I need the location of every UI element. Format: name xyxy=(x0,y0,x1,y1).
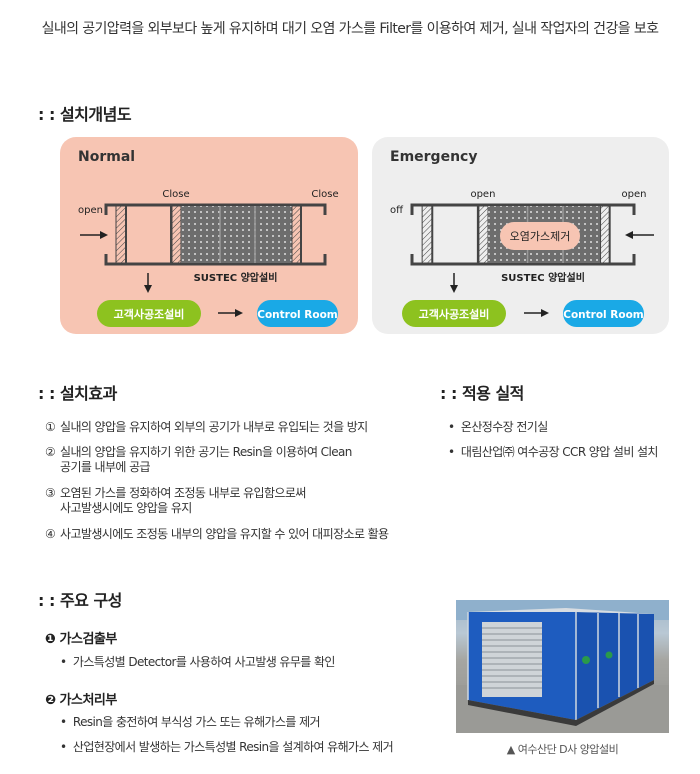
filter-hatched xyxy=(171,205,182,264)
effect-text: 실내의 양압을 유지하여 외부의 공기가 내부로 유입되는 것을 방지 xyxy=(60,420,368,434)
component-group-title: ❷ 가스처리부 xyxy=(45,693,117,708)
diagram-title: Normal xyxy=(78,149,135,165)
component-text: 산업현장에서 발생하는 가스특성별 Resin을 설계하여 유해가스 제거 xyxy=(72,740,394,754)
record-item: • 온산정수장 전기실 xyxy=(448,420,548,434)
pre-filter xyxy=(115,205,127,264)
filter-hatched xyxy=(291,205,302,264)
damper-label-left: off xyxy=(390,205,404,216)
arrow-head-icon xyxy=(235,309,243,317)
damper-label-right: open xyxy=(622,189,647,200)
control-room-label: Control Room xyxy=(563,309,644,321)
damper-label-mid: open xyxy=(470,189,495,200)
photo-caption: ▲ 여수산단 D사 양압설비 xyxy=(506,743,619,756)
unit-label: SUSTEC 양압설비 xyxy=(194,271,278,284)
component-item: • 산업현장에서 발생하는 가스특성별 Resin을 설계하여 유해가스 제거 xyxy=(60,740,394,754)
effect-text: 사고발생시에도 조정동 내부의 양압을 유지할 수 있어 대피장소로 활용 xyxy=(60,527,389,541)
effect-item: ④ 사고발생시에도 조정동 내부의 양압을 유지할 수 있어 대피장소로 활용 xyxy=(45,527,425,542)
filter-hatched xyxy=(478,205,489,264)
hvac-pill xyxy=(402,300,506,327)
control-room-pill xyxy=(257,300,338,327)
hvac-label: 고객사공조설비 xyxy=(114,307,185,321)
arrow-head-icon xyxy=(541,309,549,317)
damper-label-left: open xyxy=(78,205,103,216)
record-text: 대림산업㈜ 여수공장 CCR 양압 설비 설치 xyxy=(460,445,659,459)
effect-item: ① 실내의 양압을 유지하여 외부의 공기가 내부로 유입되는 것을 방지 xyxy=(45,420,425,435)
component-item: • 가스특성별 Detector를 사용하여 사고발생 유무를 확인 xyxy=(60,655,336,669)
resin-filter xyxy=(181,206,292,263)
effect-text: 오염된 가스를 정화하여 조정동 내부로 유입함으로써 xyxy=(60,486,306,500)
record-text: 온산정수장 전기실 xyxy=(460,420,548,434)
effect-num: ② xyxy=(45,445,56,459)
unit-frame xyxy=(104,203,327,266)
filter-hatched xyxy=(600,205,611,264)
effect-num: ④ xyxy=(45,527,56,541)
diagram-title: Emergency xyxy=(390,149,477,165)
equipment-photo xyxy=(456,600,669,733)
record-item: • 대림산업㈜ 여수공장 CCR 양압 설비 설치 xyxy=(448,445,659,459)
unit-label: SUSTEC 양압설비 xyxy=(501,271,585,284)
arrow-head-icon xyxy=(625,231,633,239)
gas-removal-label: 오염가스제거 xyxy=(510,230,571,243)
records-title: : : 적용 실적 xyxy=(440,384,524,403)
concept-title: : : 설치개념도 xyxy=(38,105,132,124)
damper-label-right: Close xyxy=(311,189,338,200)
hvac-label: 고객사공조설비 xyxy=(419,307,490,321)
effect-num: ③ xyxy=(45,486,56,500)
pre-filter xyxy=(421,205,433,264)
intro-text: 실내의 공기압력을 외부보다 높게 유지하며 대기 오염 가스를 Filter를… xyxy=(41,21,659,37)
component-group-title: ❶ 가스검출부 xyxy=(45,632,117,647)
effect-text: 공기를 내부에 공급 xyxy=(60,460,151,474)
gas-removal-pill xyxy=(500,222,580,250)
equipment-photo-image xyxy=(456,600,669,733)
unit-frame xyxy=(410,203,636,266)
component-text: Resin을 충전하여 부식성 가스 또는 유해가스를 제거 xyxy=(72,715,321,729)
arrow-head-icon xyxy=(144,285,152,293)
control-room-label: Control Room xyxy=(257,309,338,321)
component-item: • Resin을 충전하여 부식성 가스 또는 유해가스를 제거 xyxy=(60,715,321,729)
effect-num: ① xyxy=(45,420,56,434)
effects-title: : : 설치효과 xyxy=(38,384,117,403)
arrow-head-icon xyxy=(450,285,458,293)
effect-text: 사고발생시에도 양압을 유지 xyxy=(60,501,192,515)
components-title: : : 주요 구성 xyxy=(38,591,122,610)
effects-list: ① 실내의 양압을 유지하여 외부의 공기가 내부로 유입되는 것을 방지 ② 실내… xyxy=(45,420,425,542)
hvac-pill xyxy=(97,300,201,327)
component-text: 가스특성별 Detector를 사용하여 사고발생 유무를 확인 xyxy=(72,655,336,669)
damper-label-mid: Close xyxy=(162,189,189,200)
effect-text: 실내의 양압을 유지하기 위한 공기는 Resin을 이용하여 Clean xyxy=(60,445,352,459)
control-room-pill xyxy=(563,300,644,327)
arrow-head-icon xyxy=(100,231,108,239)
